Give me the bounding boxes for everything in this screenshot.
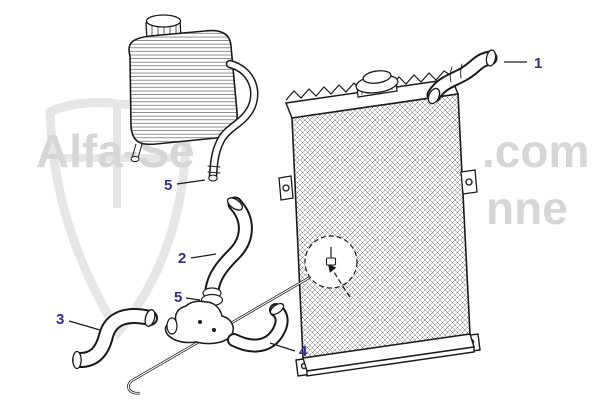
- leader-line-5b: [185, 297, 201, 301]
- watermark-text-line2: nne: [486, 182, 568, 234]
- thermostat-housing: [164, 287, 234, 345]
- part-label-3[interactable]: 3: [56, 311, 64, 328]
- drain-pipe: [127, 266, 327, 395]
- part-label-5-tank-hose[interactable]: 5: [164, 177, 172, 194]
- part-label-1[interactable]: 1: [534, 55, 542, 72]
- radiator-bottom-tank: [295, 333, 481, 377]
- part-label-4[interactable]: 4: [299, 343, 308, 360]
- watermark-shield-cross: [58, 106, 178, 208]
- expansion-tank: [128, 14, 238, 162]
- part-label-2[interactable]: 2: [178, 250, 186, 267]
- leader-line-3: [68, 320, 101, 331]
- filler-cap: [355, 70, 399, 98]
- hose-3: [72, 308, 158, 370]
- hose-5-small: [207, 59, 259, 182]
- watermark-text-right: .com: [482, 125, 589, 177]
- part-label-5-thermostat[interactable]: 5: [174, 289, 182, 306]
- callouts: 1 5 2 5 3 4: [56, 55, 542, 360]
- expansion-tank-outlet: [130, 143, 143, 162]
- detail-arrow: [327, 263, 351, 298]
- leader-line-2: [190, 253, 217, 259]
- leader-line-4: [269, 342, 296, 352]
- radiator: [278, 70, 481, 377]
- radiator-side-brackets: [278, 169, 478, 201]
- hose-4: [227, 302, 289, 353]
- hose-1: [426, 49, 498, 105]
- expansion-tank-body: [128, 29, 238, 146]
- detail-circle: [304, 235, 358, 298]
- radiator-core: [291, 93, 471, 359]
- hose-2: [204, 196, 253, 298]
- leader-line-5a: [176, 179, 206, 185]
